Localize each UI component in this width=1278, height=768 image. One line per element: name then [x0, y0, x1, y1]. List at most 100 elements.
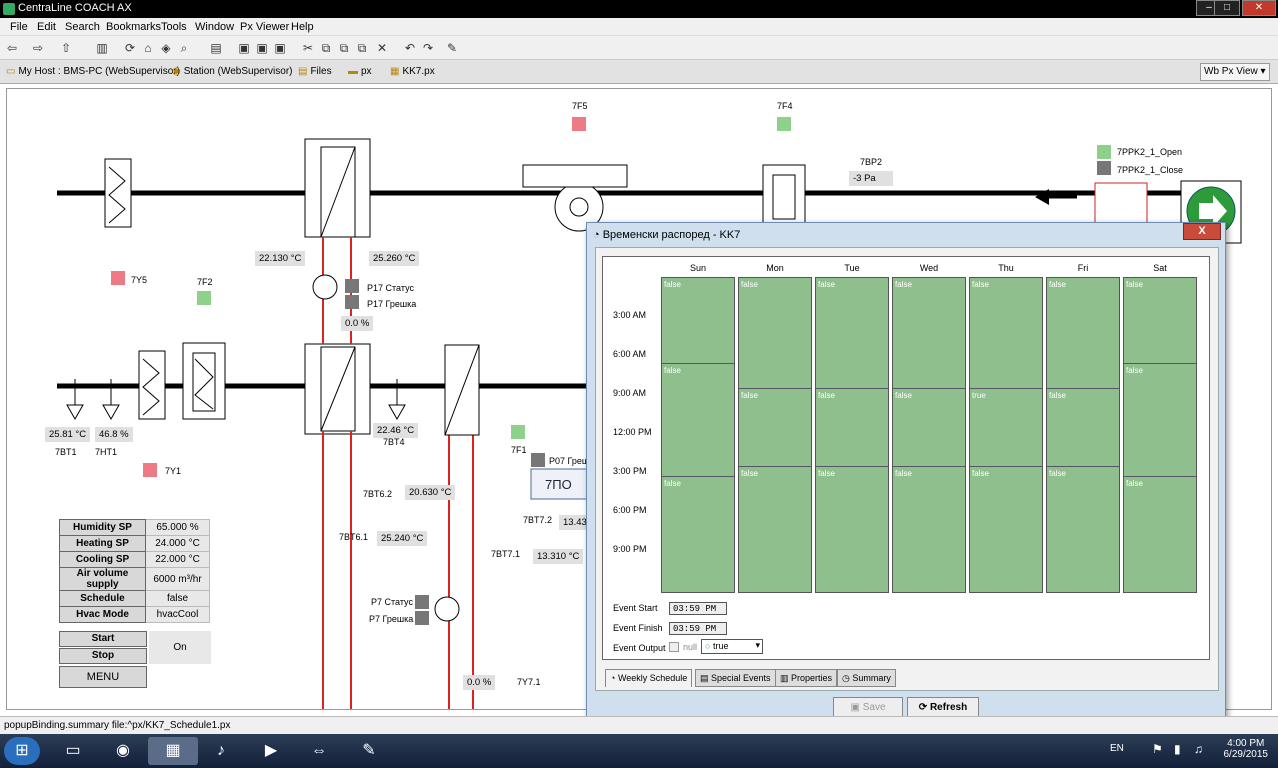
unit-7po-label[interactable]: 7ПО — [545, 477, 572, 492]
setpoint-label[interactable]: Air volume supply — [59, 567, 146, 591]
start-orb-icon[interactable]: ⊞ — [4, 737, 40, 765]
save-all-icon[interactable]: ▣ — [256, 41, 268, 55]
tab-properties[interactable]: ▥ Properties — [775, 669, 838, 687]
undo-icon[interactable]: ↶ — [404, 41, 416, 55]
crumb-kk7[interactable]: ▦KK7.px — [390, 66, 435, 77]
schedule-block[interactable]: false — [816, 387, 888, 467]
dialog-close-button[interactable]: X — [1183, 223, 1221, 240]
schedule-block[interactable]: false — [970, 466, 1042, 592]
copy-icon[interactable]: ⧉ — [321, 41, 331, 55]
schedule-block[interactable]: false — [972, 280, 989, 289]
notification-bell-icon[interactable]: ♪ — [217, 742, 225, 759]
menu-button[interactable]: MENU — [59, 666, 147, 688]
chrome-icon[interactable]: ◉ — [116, 742, 130, 759]
network-icon[interactable]: ▮ — [1174, 742, 1181, 756]
setpoint-value[interactable]: 6000 m³/hr — [145, 567, 210, 591]
schedule-block[interactable]: false — [1124, 362, 1196, 476]
setpoint-value[interactable]: false — [145, 590, 210, 607]
schedule-block[interactable]: false — [893, 466, 965, 592]
open-icon[interactable]: ▤ — [210, 41, 222, 55]
setpoint-label[interactable]: Cooling SP — [59, 551, 146, 568]
setpoint-label[interactable]: Hvac Mode — [59, 606, 146, 623]
schedule-block[interactable]: false — [1126, 280, 1143, 289]
delete-icon[interactable]: ✕ — [376, 41, 388, 55]
schedule-block[interactable]: false — [662, 362, 734, 476]
schedule-block[interactable]: false — [818, 280, 835, 289]
schedule-block[interactable]: false — [816, 466, 888, 592]
schedule-block[interactable]: false — [662, 475, 734, 592]
view-selector[interactable]: Wb Px View ▾ — [1200, 63, 1270, 81]
event-start-field[interactable]: 03:59 PM — [669, 602, 727, 615]
crumb-files[interactable]: ▤Files — [298, 66, 332, 77]
back-icon[interactable]: ⇦ — [6, 41, 18, 55]
media-player-icon[interactable]: ▶ — [264, 742, 278, 759]
home-icon[interactable]: ⌂ — [144, 41, 152, 55]
maximize-button[interactable]: □ — [1214, 0, 1240, 16]
schedule-block[interactable]: false — [893, 387, 965, 467]
schedule-block[interactable]: false — [741, 280, 758, 289]
save-icon[interactable]: ▣ — [238, 41, 250, 55]
schedule-block[interactable]: false — [664, 280, 681, 289]
setpoint-value[interactable]: hvacCool — [145, 606, 210, 623]
setpoint-label[interactable]: Schedule — [59, 590, 146, 607]
bookmark-icon[interactable]: ◈ — [161, 41, 171, 55]
schedule-block[interactable]: true — [970, 387, 1042, 467]
schedule-block[interactable]: false — [1047, 387, 1119, 467]
schedule-block[interactable]: false — [739, 466, 811, 592]
paste-icon[interactable]: ⧉ — [339, 41, 349, 55]
flag-icon[interactable]: ⚑ — [1152, 742, 1163, 756]
crumb-host[interactable]: ▭My Host : BMS-PC (WebSupervisor) — [6, 66, 180, 77]
setpoint-label[interactable]: Heating SP — [59, 535, 146, 552]
explorer-icon[interactable]: ▭ — [65, 742, 81, 759]
schedule-block[interactable]: false — [1049, 280, 1066, 289]
close-button[interactable]: ✕ — [1242, 0, 1276, 16]
menu-tools[interactable]: Tools — [161, 21, 187, 33]
save-bog-icon[interactable]: ▣ — [274, 41, 286, 55]
null-checkbox[interactable] — [669, 642, 679, 652]
find-icon[interactable]: ⌕ — [180, 41, 188, 55]
duplicate-icon[interactable]: ⧉ — [357, 41, 367, 55]
start-button[interactable]: Start — [59, 631, 147, 647]
tray-clock[interactable]: 4:00 PM 6/29/2015 — [1224, 738, 1269, 760]
language-indicator[interactable]: EN — [1110, 743, 1124, 754]
crumb-px[interactable]: ▬px — [348, 66, 372, 77]
edit-icon[interactable]: ✎ — [446, 41, 458, 55]
tab-special-events[interactable]: ▤ Special Events — [695, 669, 776, 687]
schedule-block[interactable]: false — [739, 387, 811, 467]
crumb-station[interactable]: ◉Station (WebSupervisor) — [172, 66, 292, 77]
up-icon[interactable]: ⇧ — [60, 41, 72, 55]
side-bar-icon[interactable]: ▥ — [96, 41, 108, 55]
menu-search[interactable]: Search — [65, 21, 100, 33]
redo-icon[interactable]: ↷ — [422, 41, 434, 55]
setpoint-value[interactable]: 65.000 % — [145, 519, 210, 536]
refresh-icon[interactable]: ⟳ — [124, 41, 136, 55]
volume-icon[interactable]: ♫ — [1194, 742, 1203, 756]
menu-help[interactable]: Help — [291, 21, 314, 33]
menu-edit[interactable]: Edit — [37, 21, 56, 33]
menu-px-viewer[interactable]: Px Viewer — [240, 21, 290, 33]
tab-weekly-schedule[interactable]: ◔ Weekly Schedule — [605, 669, 693, 687]
teamviewer-icon[interactable]: ⇔ — [311, 742, 327, 759]
coach-ax-icon[interactable]: ▦ — [148, 737, 198, 765]
schedule-block[interactable]: false — [1124, 475, 1196, 592]
menu-file[interactable]: File — [10, 21, 28, 33]
event-output-select[interactable]: ○ true ▾ — [701, 639, 763, 654]
forward-icon[interactable]: ⇨ — [32, 41, 44, 55]
event-finish-field[interactable]: 03:59 PM — [669, 622, 727, 635]
cut-icon[interactable]: ✂ — [302, 41, 314, 55]
schedule-block[interactable]: false — [895, 280, 912, 289]
paint-icon[interactable]: ✎ — [362, 742, 376, 759]
menu-bookmarks[interactable]: Bookmarks — [106, 21, 162, 33]
schedule-block[interactable]: false — [1047, 466, 1119, 592]
menu-window[interactable]: Window — [195, 21, 235, 33]
stop-button[interactable]: Stop — [59, 648, 147, 664]
setpoint-label[interactable]: Humidity SP — [59, 519, 146, 536]
setpoint-value[interactable]: 22.000 °C — [145, 551, 210, 568]
